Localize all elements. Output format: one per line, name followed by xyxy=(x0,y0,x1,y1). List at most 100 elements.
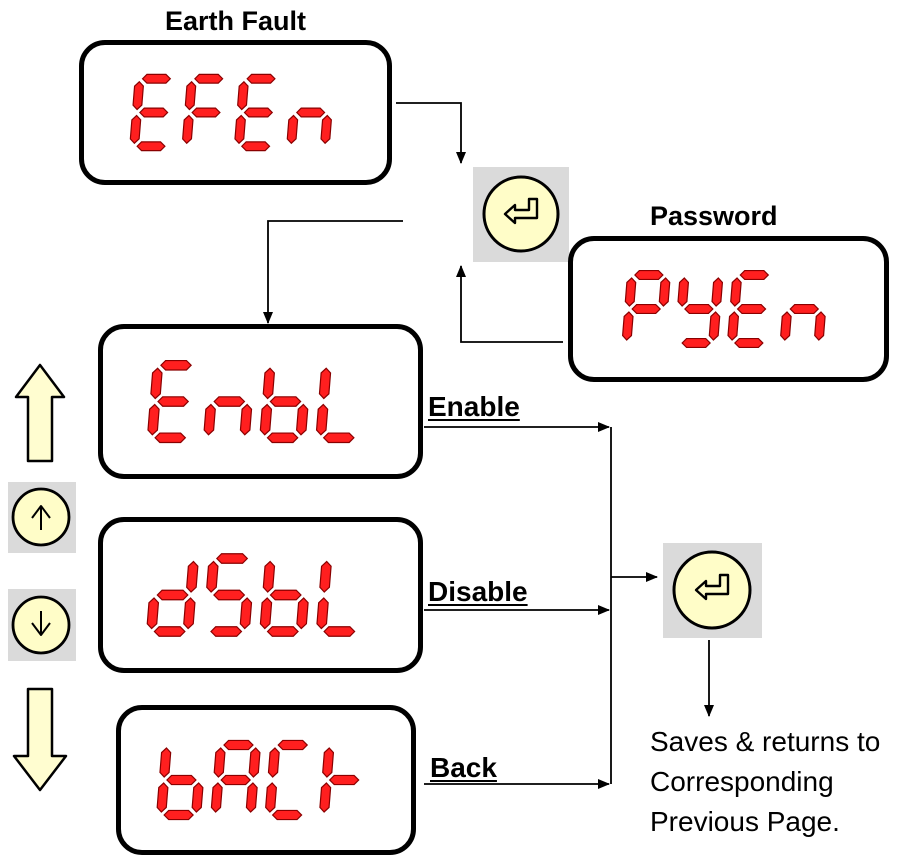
lcd-segment xyxy=(213,747,226,778)
lcd-segment xyxy=(266,432,299,444)
lcd-segment xyxy=(259,597,273,630)
lcd-segment xyxy=(191,782,204,813)
lcd-segment xyxy=(277,739,309,751)
lcd-segment xyxy=(631,303,662,315)
lcd-segment xyxy=(220,774,252,786)
lcd-display-enbl[interactable] xyxy=(98,324,423,479)
lcd-display-back[interactable] xyxy=(116,705,416,855)
lcd-segment xyxy=(622,311,634,341)
lcd-segment xyxy=(319,782,332,813)
lcd-segment xyxy=(736,303,767,315)
lcd-segment xyxy=(677,277,690,307)
lcd-segment xyxy=(265,782,277,813)
lcd-segment xyxy=(711,277,724,307)
lcd-segment xyxy=(237,80,249,111)
lcd-segment xyxy=(634,269,664,281)
lcd-segment xyxy=(318,367,332,400)
lcd-segment xyxy=(132,80,144,111)
lcd-segment xyxy=(234,114,246,145)
lcd-segment xyxy=(248,747,261,778)
lcd-display-dsbl[interactable] xyxy=(98,517,423,673)
lcd-segment xyxy=(624,277,637,307)
lcd-segment xyxy=(739,269,770,281)
connector-efen-to-enter xyxy=(396,102,466,164)
lcd-segment xyxy=(129,114,142,145)
lcd-segment xyxy=(271,809,303,821)
lcd-segment xyxy=(315,403,329,436)
lcd-segment xyxy=(157,396,190,407)
disable-label: Disable xyxy=(428,576,528,607)
lcd-segment xyxy=(322,747,335,778)
lcd-segment xyxy=(163,809,194,821)
lcd-segment xyxy=(191,107,221,118)
seven-segment-text xyxy=(156,739,360,821)
lcd-display-pyen xyxy=(568,236,889,382)
lcd-segment xyxy=(150,367,163,400)
lcd-segment xyxy=(239,403,253,436)
lcd-segment xyxy=(159,747,172,778)
lcd-segment xyxy=(328,774,360,786)
lcd-segment xyxy=(269,589,302,601)
lcd-segment xyxy=(322,432,355,444)
large-up-arrow-icon xyxy=(14,363,66,463)
lcd-segment xyxy=(246,73,276,84)
lcd-segment xyxy=(194,73,224,84)
enter-key-icon[interactable] xyxy=(473,167,569,262)
lcd-segment xyxy=(213,589,246,601)
lcd-segment xyxy=(203,403,216,436)
lcd-segment xyxy=(727,311,740,341)
lcd-segment xyxy=(182,114,194,145)
lcd-segment xyxy=(156,782,169,813)
note-line: Previous Page. xyxy=(650,806,840,837)
seven-segment-text xyxy=(147,359,355,444)
lcd-segment xyxy=(296,597,309,630)
lcd-segment xyxy=(730,277,742,307)
lcd-segment xyxy=(136,141,166,152)
enter-key-icon[interactable] xyxy=(663,543,762,638)
password-label: Password xyxy=(650,201,778,231)
lcd-segment xyxy=(269,396,302,407)
lcd-segment xyxy=(210,782,223,813)
lcd-segment xyxy=(153,626,186,637)
lcd-segment xyxy=(262,560,276,593)
lcd-segment xyxy=(184,80,197,111)
lcd-segment xyxy=(240,141,271,152)
lcd-segment xyxy=(215,553,249,564)
lcd-segment xyxy=(243,107,274,118)
lcd-segment xyxy=(213,396,246,407)
lcd-segment xyxy=(245,782,258,813)
lcd-segment xyxy=(267,747,280,778)
lcd-segment xyxy=(780,311,792,341)
lcd-segment xyxy=(319,560,332,593)
lcd-segment xyxy=(684,303,714,315)
lcd-segment xyxy=(323,626,356,637)
lcd-segment xyxy=(146,597,160,630)
seven-segment-text xyxy=(129,73,332,152)
lcd-segment xyxy=(206,560,219,593)
lcd-segment xyxy=(223,739,254,751)
lcd-segment xyxy=(259,403,273,436)
lcd-segment xyxy=(789,303,820,315)
lcd-segment xyxy=(154,432,187,444)
lcd-segment xyxy=(239,597,253,630)
enable-label: Enable xyxy=(428,391,520,422)
lcd-segment xyxy=(141,73,172,84)
lcd-segment xyxy=(320,114,332,145)
seven-segment-text xyxy=(622,269,826,349)
lcd-segment xyxy=(814,311,826,341)
lcd-segment xyxy=(160,359,192,371)
lcd-segment xyxy=(147,403,160,436)
lcd-display-efen xyxy=(79,40,392,185)
connector-enter-to-enbl xyxy=(263,220,403,324)
lcd-segment xyxy=(734,337,764,349)
connector-pyen-to-enter xyxy=(456,265,563,343)
note-line: Saves & returns to xyxy=(650,726,881,757)
lcd-segment xyxy=(186,560,199,593)
down-key-icon[interactable] xyxy=(8,589,76,661)
saves-returns-note: Saves & returns to Corresponding Previou… xyxy=(650,722,880,842)
lcd-segment xyxy=(295,107,326,118)
back-label: Back xyxy=(430,752,497,783)
lcd-segment xyxy=(316,597,329,630)
up-key-icon[interactable] xyxy=(8,482,76,553)
